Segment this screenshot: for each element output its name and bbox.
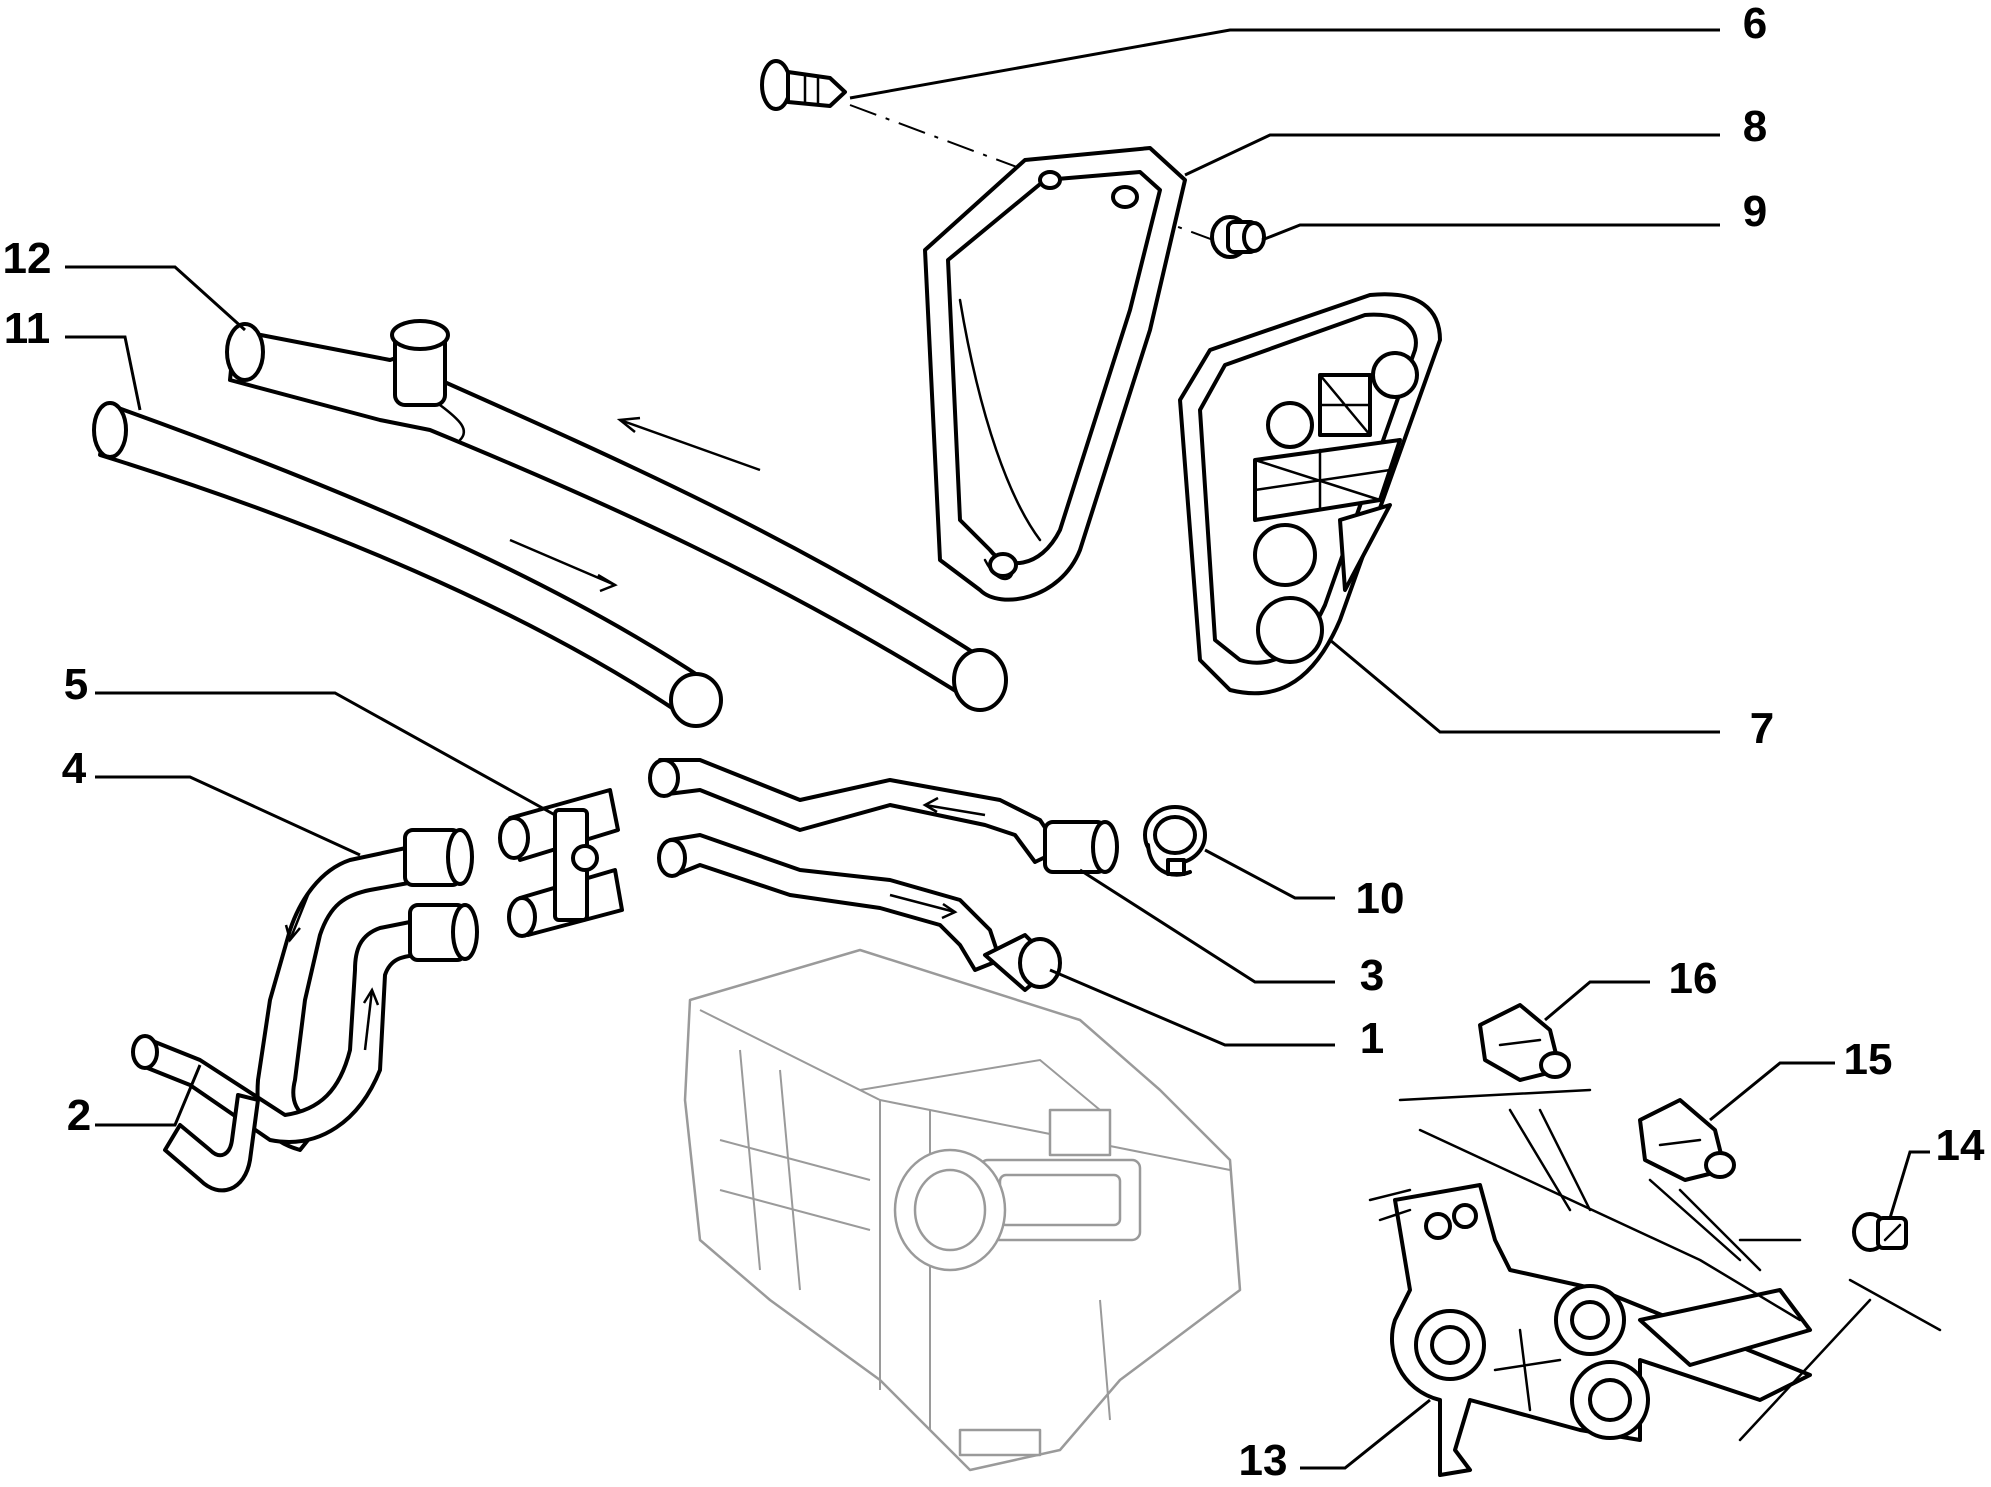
leader-1 [1049, 968, 1335, 1047]
clip-14 [1852, 1212, 1908, 1252]
control-bracket-13 [1368, 1088, 1942, 1477]
leader-6 [849, 28, 1720, 100]
flow-arrows-hoses [509, 416, 761, 593]
leader-16 [1544, 980, 1650, 1022]
clip-15 [1638, 1098, 1736, 1182]
callout-12: 12 [3, 234, 52, 283]
leader-8 [1184, 133, 1720, 177]
callout-9: 9 [1743, 187, 1767, 236]
callout-10: 10 [1356, 874, 1405, 923]
leader-15 [1709, 1061, 1835, 1122]
callout-4: 4 [62, 744, 87, 793]
flow-arrows-pipes [284, 889, 380, 1051]
callout-1: 1 [1360, 1014, 1384, 1063]
leader-13 [1300, 1398, 1431, 1470]
leader-10 [1204, 848, 1335, 900]
leader-4 [95, 775, 361, 857]
callout-labels: 6 8 9 12 11 7 5 4 10 3 1 2 16 15 14 13 [3, 0, 1985, 1485]
leader-11 [65, 335, 142, 411]
leader-12 [65, 265, 247, 332]
leader-3 [1079, 868, 1335, 984]
callout-7: 7 [1750, 704, 1774, 753]
pipe-3 [648, 758, 1119, 874]
clip-16 [1478, 1003, 1571, 1082]
callout-5: 5 [64, 660, 88, 709]
callout-13: 13 [1239, 1436, 1288, 1485]
callout-15: 15 [1844, 1035, 1893, 1084]
heater-unit-ghost [683, 948, 1242, 1472]
callout-2: 2 [67, 1091, 91, 1140]
nut-9 [1210, 215, 1266, 259]
cover-7 [1178, 292, 1442, 696]
callout-3: 3 [1360, 951, 1384, 1000]
clamp-10 [1143, 805, 1207, 877]
hose-12 [225, 319, 1008, 712]
callout-16: 16 [1669, 954, 1718, 1003]
pipe-2 [131, 903, 479, 1193]
callout-14: 14 [1936, 1121, 1985, 1170]
leader-2 [95, 1064, 202, 1127]
leader-7 [1329, 638, 1720, 734]
connector-5 [498, 788, 624, 938]
leader-lines [65, 28, 1930, 1470]
leader-14 [1888, 1150, 1930, 1219]
callout-6: 6 [1743, 0, 1767, 48]
leader-9 [1261, 223, 1720, 242]
callout-8: 8 [1743, 102, 1767, 151]
gasket-8 [923, 146, 1187, 602]
leader-5 [95, 691, 556, 817]
bolt-6 [760, 59, 847, 111]
callout-11: 11 [4, 304, 51, 353]
flow-arrows-pipe-1-3 [889, 796, 986, 920]
pipe-1 [657, 833, 1062, 992]
pipe-4 [255, 828, 474, 1152]
hose-11 [92, 401, 723, 728]
